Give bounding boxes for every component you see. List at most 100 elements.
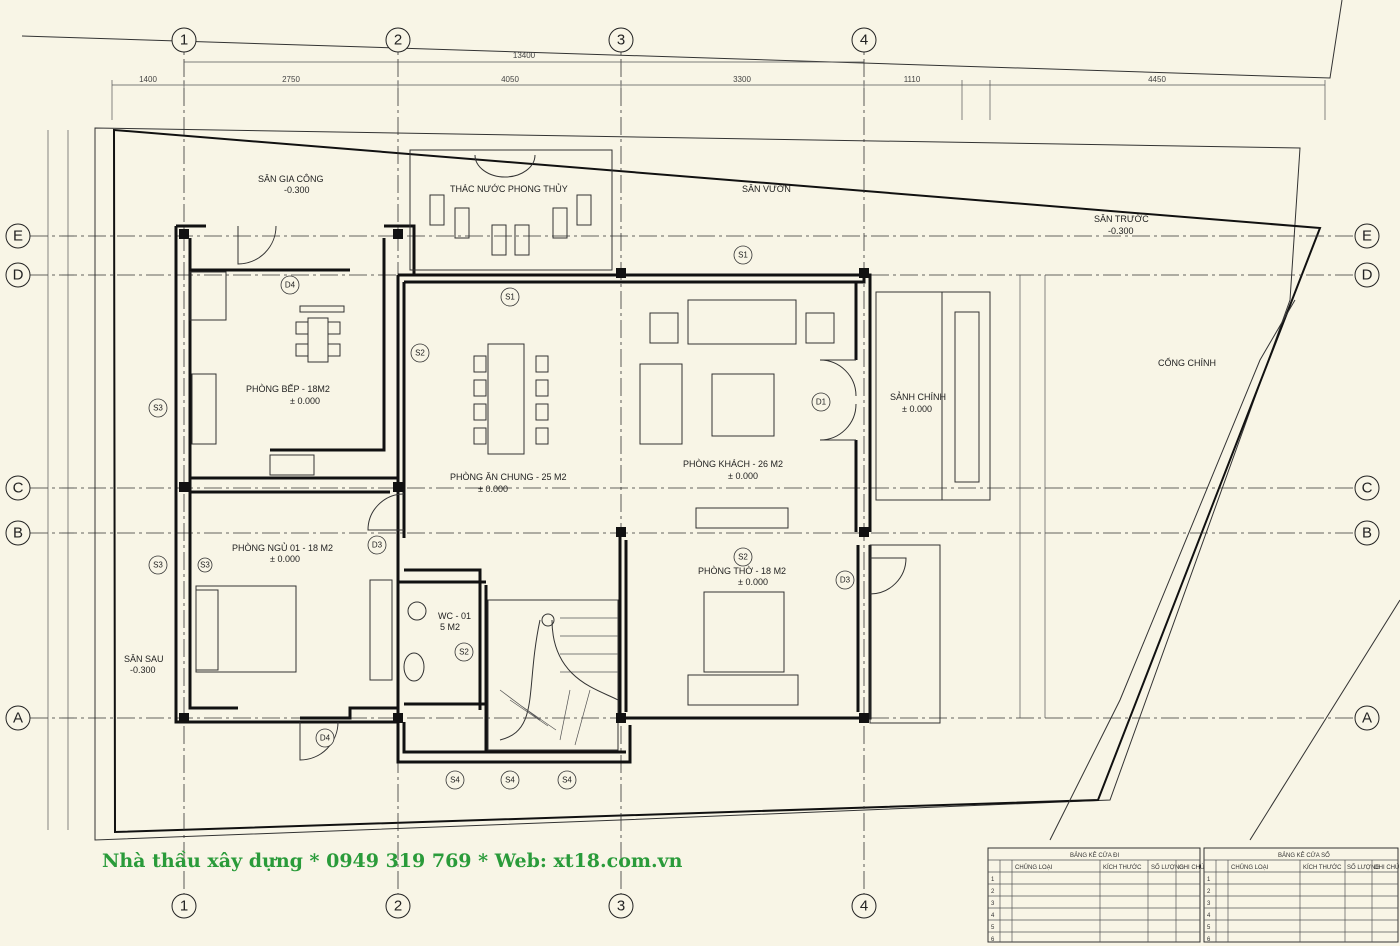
- road-line: [1049, 299, 1296, 841]
- label-phong-bep: PHÒNG BẾP - 18M2: [246, 384, 330, 394]
- dim-3: 4050: [501, 75, 519, 84]
- svg-text:KÍCH THƯỚC: KÍCH THƯỚC: [1103, 864, 1142, 871]
- axis-top-1: 1: [180, 32, 188, 49]
- label-phong-tho: PHÒNG THỜ - 18 M2: [698, 566, 786, 576]
- axis-right-d: D: [1362, 267, 1373, 284]
- axis-left-e: E: [13, 228, 23, 245]
- label-phong-ngu: PHÒNG NGỦ 01 - 18 M2: [232, 542, 333, 553]
- door-table-title: BẢNG KÊ CỬA ĐI: [1070, 851, 1119, 859]
- axis-bottom-3: 3: [617, 898, 625, 915]
- contractor-contact: Nhà thầu xây dựng * 0949 319 769 * Web: …: [102, 850, 683, 872]
- toilet: [407, 601, 427, 621]
- tag-s4-b: S4: [562, 776, 572, 785]
- axis-bottom-2: 2: [394, 898, 402, 915]
- bed: [195, 585, 297, 673]
- svg-text:CHỦNG LOẠI: CHỦNG LOẠI: [1015, 864, 1053, 871]
- svg-text:6: 6: [991, 937, 995, 943]
- label-san-sau: SÂN SAU: [124, 654, 164, 664]
- level-san-truoc: -0.300: [1108, 226, 1134, 236]
- level-phong-tho: ± 0.000: [738, 577, 768, 587]
- opening-tags: D4 D1 D3 D3 D4 S1 S1 S2 S3 S3 S4 S4 S4 S…: [148, 245, 855, 790]
- svg-text:4: 4: [1207, 913, 1211, 919]
- fountain-feature: [409, 149, 613, 271]
- dim-1: 1400: [139, 75, 157, 84]
- main-porch: [869, 291, 991, 724]
- axis-top-2: 2: [394, 32, 402, 49]
- svg-text:GHI CHÚ: GHI CHÚ: [1179, 864, 1204, 871]
- staircase: [487, 599, 619, 751]
- tag-s3-small: S3: [200, 561, 210, 570]
- axis-right-b: B: [1362, 525, 1372, 542]
- axis-left-b: B: [13, 525, 23, 542]
- svg-text:6: 6: [1207, 937, 1211, 943]
- tag-s2-altar: S2: [738, 553, 748, 562]
- level-phong-bep: ± 0.000: [290, 396, 320, 406]
- level-san-gia-cong: -0.300: [284, 185, 310, 195]
- dining-table-kitchen: [307, 317, 329, 363]
- tag-s3-bedroom: S3: [153, 561, 163, 570]
- svg-text:3: 3: [1207, 901, 1211, 907]
- tag-s1-dining: S1: [505, 293, 515, 302]
- svg-text:2: 2: [1207, 889, 1211, 895]
- svg-text:4: 4: [991, 913, 995, 919]
- tag-d4-kitchen: D4: [285, 281, 296, 290]
- tag-s4-c: S4: [450, 776, 460, 785]
- tag-d3-bedroom: D3: [372, 541, 383, 550]
- label-wc: WC - 01: [438, 611, 471, 621]
- level-phong-khach: ± 0.000: [728, 471, 758, 481]
- level-phong-ngu: ± 0.000: [270, 554, 300, 564]
- tag-d3-altar: D3: [840, 576, 851, 585]
- altar: [703, 591, 785, 673]
- door-schedule-table: BẢNG KÊ CỬA ĐI CHỦNG LOẠI KÍCH THƯỚC SỐ …: [987, 847, 1204, 943]
- stove: [269, 454, 315, 476]
- tag-s4-a: S4: [505, 776, 515, 785]
- axis-right-a: A: [1362, 710, 1372, 727]
- axis-right-c: C: [1362, 480, 1373, 497]
- furniture: [189, 271, 835, 706]
- label-san-vuon: SÂN VƯỜN: [742, 184, 791, 194]
- dim-total: 13400: [513, 51, 536, 60]
- label-sanh-chinh: SẢNH CHÍNH: [890, 391, 946, 402]
- axis-bottom-4: 4: [860, 898, 868, 915]
- window-schedule-table: BẢNG KÊ CỬA SỔ CHỦNG LOẠI KÍCH THƯỚC SỐ …: [1203, 847, 1399, 943]
- label-san-truoc: SÂN TRƯỚC: [1094, 214, 1149, 224]
- level-san-sau: -0.300: [130, 665, 156, 675]
- svg-text:5: 5: [1207, 925, 1211, 931]
- coffee-table: [711, 373, 775, 437]
- label-phong-an: PHÒNG ĂN CHUNG - 25 M2: [450, 472, 567, 482]
- tag-s3-kitchen: S3: [153, 404, 163, 413]
- axis-left-d: D: [13, 267, 24, 284]
- window-table-title: BẢNG KÊ CỬA SỔ: [1278, 851, 1330, 859]
- axis-markers: 1 2 3 4 1 2 3 4 E D C B A E D C B A: [5, 27, 1380, 919]
- basin: [403, 652, 425, 682]
- svg-text:CHỦNG LOẠI: CHỦNG LOẠI: [1231, 864, 1269, 871]
- svg-text:1: 1: [991, 877, 995, 883]
- building-walls: [174, 224, 872, 764]
- room-labels: SÂN GIA CÔNG -0.300 THÁC NƯỚC PHONG THỦY…: [124, 174, 1216, 675]
- label-wc-area: 5 M2: [440, 622, 460, 632]
- doors: [237, 225, 907, 761]
- label-phong-khach: PHÒNG KHÁCH - 26 M2: [683, 459, 783, 469]
- dim-6: 4450: [1148, 75, 1166, 84]
- svg-text:KÍCH THƯỚC: KÍCH THƯỚC: [1303, 864, 1342, 871]
- axis-bottom-1: 1: [180, 898, 188, 915]
- dimension-lines: 13400 1400 2750 4050 3300 1110 4450: [47, 51, 1326, 830]
- svg-text:SỐ LƯỢNG: SỐ LƯỢNG: [1151, 864, 1184, 871]
- svg-text:SỐ LƯỢNG: SỐ LƯỢNG: [1347, 864, 1380, 871]
- plot-outline: [112, 128, 1322, 834]
- axis-top-3: 3: [617, 32, 625, 49]
- sofa: [687, 299, 797, 345]
- dim-2: 2750: [282, 75, 300, 84]
- label-thac-nuoc: THÁC NƯỚC PHONG THỦY: [450, 183, 568, 194]
- svg-text:5: 5: [991, 925, 995, 931]
- svg-text:3: 3: [991, 901, 995, 907]
- structural-columns: [179, 229, 869, 723]
- dining-table-main: [487, 343, 525, 455]
- dim-5: 1110: [904, 75, 921, 84]
- svg-text:GHI CHÚ: GHI CHÚ: [1374, 864, 1399, 871]
- tag-s2-dining: S2: [415, 349, 425, 358]
- dim-4: 3300: [733, 75, 751, 84]
- level-phong-an: ± 0.000: [478, 484, 508, 494]
- tag-d4-back: D4: [320, 734, 331, 743]
